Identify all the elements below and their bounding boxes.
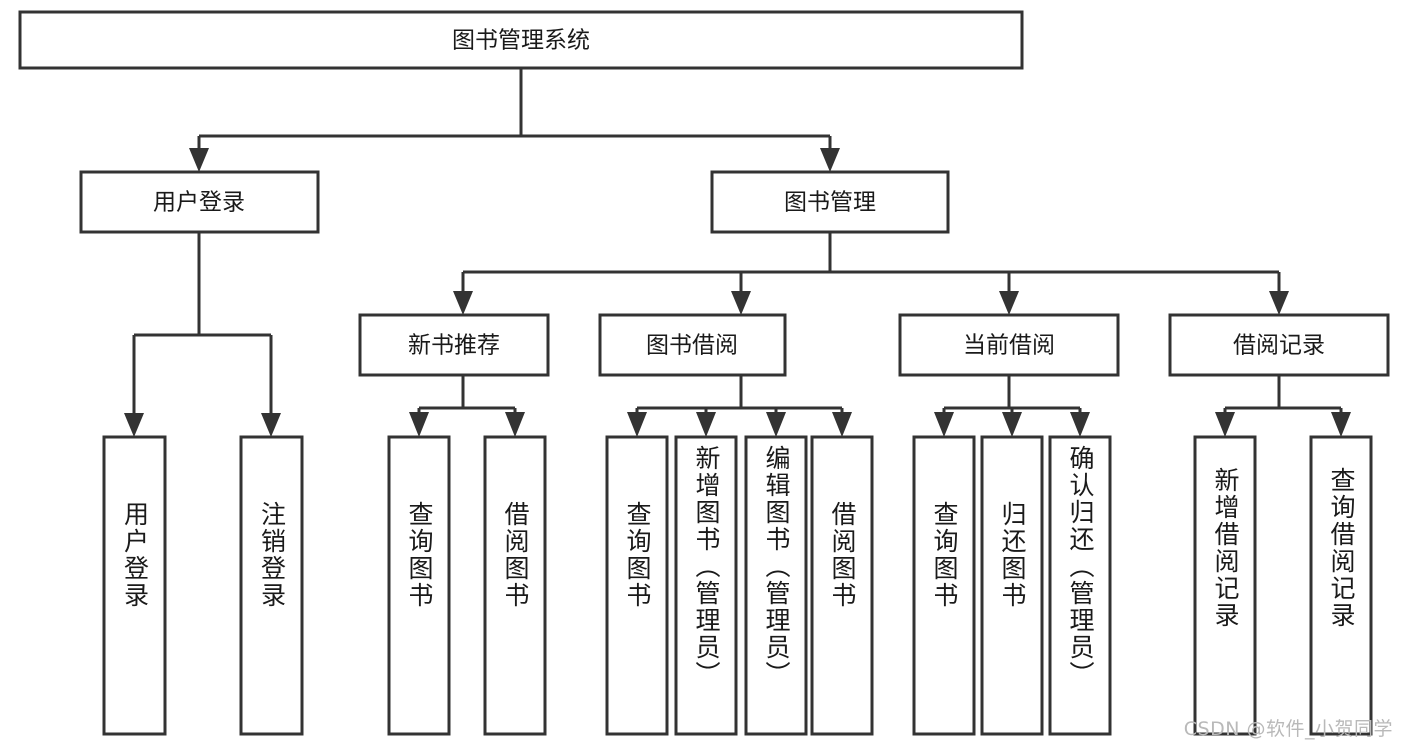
arrowhead-bb-leaf3 [766, 412, 786, 437]
arrowhead-bb-leaf2 [696, 412, 716, 437]
arrowhead-book-borrow [731, 291, 751, 315]
node-user-login-box[interactable] [79, 170, 320, 234]
arrowhead-br-leaf2 [1331, 412, 1351, 437]
node-user-login[interactable]: 用户登录 [79, 170, 320, 234]
arrowhead-current-borrow [999, 291, 1019, 315]
connector-group-user-login [124, 232, 281, 437]
node-book-borrow[interactable]: 图书借阅 [598, 313, 787, 377]
node-borrow-record-box[interactable] [1168, 313, 1390, 377]
node-new-book-recommend-box[interactable] [358, 313, 550, 377]
leaf-box-cb-confirm-return[interactable] [1048, 435, 1112, 736]
node-current-borrow-label: 当前借阅 [963, 333, 1055, 359]
node-current-borrow[interactable]: 当前借阅 [898, 313, 1120, 377]
node-book-borrow-box[interactable] [598, 313, 787, 377]
arrowhead-br-leaf1 [1215, 412, 1235, 437]
arrowhead-bb-leaf1 [627, 412, 647, 437]
leaf-box-bb-add-book[interactable] [674, 435, 738, 736]
leaf-box-cb-return-book[interactable] [980, 435, 1044, 736]
leaf-box-bb-edit-book[interactable] [744, 435, 808, 736]
leaf-box-logout[interactable] [239, 435, 304, 736]
connector-group-borrow-record [1215, 375, 1351, 437]
node-book-management[interactable]: 图书管理 [710, 170, 950, 234]
arrowhead-cb-leaf3 [1070, 412, 1090, 437]
node-borrow-record-label: 借阅记录 [1233, 333, 1325, 359]
node-book-management-box[interactable] [710, 170, 950, 234]
leaf-box-cb-query-book[interactable] [912, 435, 976, 736]
node-root[interactable]: 图书管理系统 [18, 10, 1024, 70]
connector-group-current-borrow [934, 375, 1090, 437]
node-book-borrow-label: 图书借阅 [646, 333, 738, 359]
leaf-box-bb-query-book[interactable] [605, 435, 669, 736]
arrowhead-book-mgmt [820, 148, 840, 172]
leaf-box-nbr-borrow-book[interactable] [483, 435, 547, 736]
leaf-box-nbr-query-book[interactable] [387, 435, 451, 736]
leaf-box-user-login[interactable] [102, 435, 167, 736]
node-new-book-recommend-label: 新书推荐 [408, 333, 500, 359]
node-root-label: 图书管理系统 [452, 28, 590, 54]
connector-group-book-mgmt [453, 232, 1289, 315]
arrowhead-nbr-leaf1 [409, 412, 429, 437]
arrowhead-leaf-user-login [124, 413, 144, 437]
node-book-management-label: 图书管理 [784, 190, 876, 216]
node-user-login-label: 用户登录 [153, 190, 245, 216]
arrowhead-cb-leaf2 [1002, 412, 1022, 437]
arrowhead-user-login [189, 148, 209, 172]
leaf-boxes [102, 435, 1373, 736]
connector-group-root [189, 68, 840, 172]
node-new-book-recommend[interactable]: 新书推荐 [358, 313, 550, 377]
connector-group-new-book-recommend [409, 375, 525, 437]
node-borrow-record[interactable]: 借阅记录 [1168, 313, 1390, 377]
leaf-box-bb-borrow-book[interactable] [810, 435, 874, 736]
leaf-box-br-add-record[interactable] [1193, 435, 1257, 736]
connector-group-book-borrow [627, 375, 852, 437]
leaf-box-br-query-record[interactable] [1309, 435, 1373, 736]
node-root-box[interactable] [18, 10, 1024, 70]
arrowhead-leaf-logout [261, 413, 281, 437]
arrowhead-bb-leaf4 [832, 412, 852, 437]
csdn-watermark: CSDN @软件_小贺同学 [1183, 718, 1393, 740]
arrowhead-nbr-leaf2 [505, 412, 525, 437]
arrowhead-borrow-record [1269, 291, 1289, 315]
node-current-borrow-box[interactable] [898, 313, 1120, 377]
arrowhead-cb-leaf1 [934, 412, 954, 437]
arrowhead-new-book-recommend [453, 291, 473, 315]
